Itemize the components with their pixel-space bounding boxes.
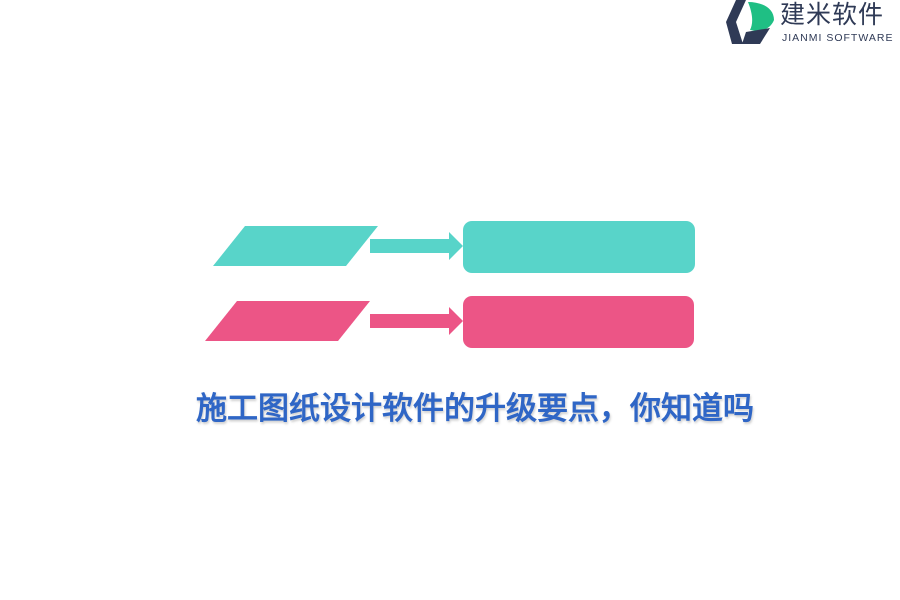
brand-logo: 建米软件 JIANMI SOFTWARE [724, 0, 900, 48]
pink-rounded-box [463, 296, 694, 348]
teal-rounded-box [463, 221, 695, 273]
jianmi-logo-icon [726, 0, 774, 44]
parallelogram-icon [213, 226, 378, 266]
parallelogram-icon [205, 301, 370, 341]
page-title: 施工图纸设计软件的升级要点，你知道吗 [196, 391, 754, 427]
right-arrow-icon [370, 307, 463, 335]
logo-name: 建米软件 [780, 0, 885, 29]
right-arrow-icon [370, 232, 463, 260]
logo-subtitle: JIANMI SOFTWARE [782, 32, 894, 44]
